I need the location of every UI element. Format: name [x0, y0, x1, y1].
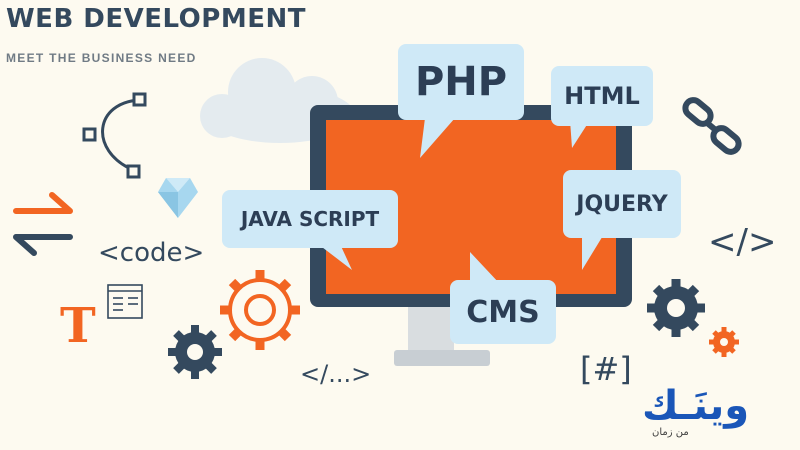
code-tag-text: <code>: [98, 238, 205, 268]
cloud-icon: [200, 58, 355, 143]
swap-arrows-icon: [13, 192, 73, 256]
jquery-bubble: JQUERY: [563, 170, 681, 238]
php-bubble: PHP: [398, 44, 524, 120]
html-bubble: HTML: [551, 66, 653, 126]
page-title: WEB DEVELOPMENT: [6, 4, 306, 34]
bezier-curve-icon: [82, 92, 147, 179]
javascript-bubble: JAVA SCRIPT: [222, 190, 398, 248]
link-chain-icon: [682, 97, 742, 155]
gear-icon: [220, 270, 300, 350]
gear-icon: [647, 279, 705, 337]
hash-tag-text: [#]: [580, 350, 632, 388]
ellipsis-tag-text: </...>: [300, 360, 372, 388]
php-bubble-tail: [420, 118, 455, 158]
jquery-bubble-tail: [582, 234, 604, 270]
html-bubble-tail: [570, 120, 590, 148]
diamond-icon: [158, 178, 198, 218]
page-subtitle: MEET THE BUSINESS NEED: [6, 51, 197, 65]
brand-tagline: من زمان: [652, 427, 689, 438]
cms-bubble: CMS: [450, 280, 556, 344]
text-layout-icon: [107, 284, 143, 319]
close-tag-text: </>: [708, 222, 777, 262]
javascript-bubble-tail: [318, 244, 352, 270]
brand-logo: وينَـك: [642, 383, 750, 429]
gear-icon: [709, 327, 739, 357]
cms-bubble-tail: [470, 252, 500, 284]
text-tool-icon: T: [60, 298, 96, 354]
gear-icon: [168, 325, 222, 379]
